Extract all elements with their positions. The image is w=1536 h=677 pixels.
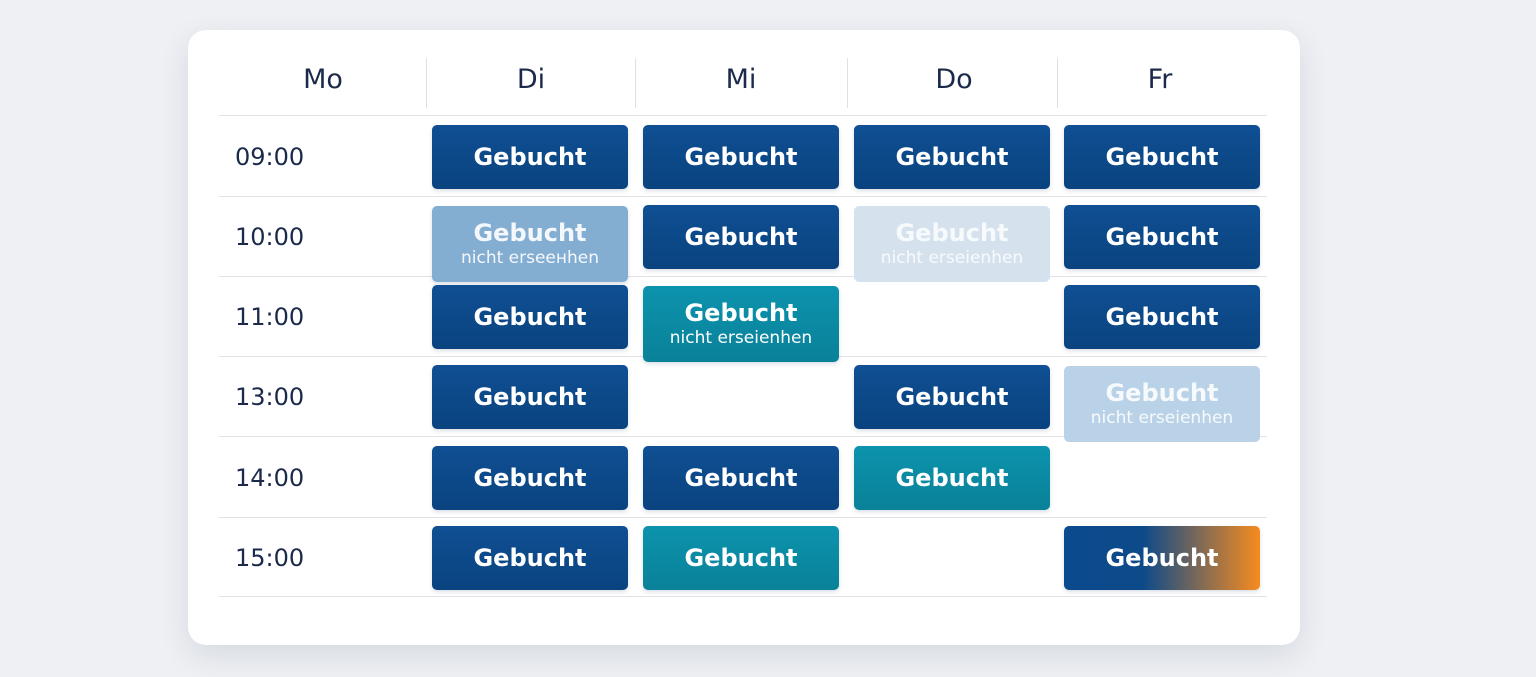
- slot-status: Gebucht: [473, 464, 587, 492]
- booking-slot[interactable]: Gebucht: [643, 125, 839, 189]
- column-divider: [1057, 58, 1058, 108]
- slot-status: Gebucht: [473, 303, 587, 331]
- slot-status: Gebucht: [473, 544, 587, 572]
- column-divider: [847, 58, 848, 108]
- slot-note: nicht erseienhen: [880, 248, 1024, 268]
- time-label: 15:00: [235, 544, 305, 572]
- day-header-di: Di: [516, 64, 546, 95]
- slot-status: Gebucht: [684, 544, 798, 572]
- booking-slot[interactable]: Gebucht: [643, 446, 839, 510]
- booking-slot[interactable]: Gebucht: [432, 446, 628, 510]
- slot-status: Gebucht: [473, 143, 587, 171]
- booking-slot[interactable]: Gebucht: [432, 285, 628, 349]
- row-divider: [219, 196, 1267, 197]
- booking-slot[interactable]: Gebucht: [1064, 285, 1260, 349]
- slot-note: nicht erseенhen: [460, 248, 600, 268]
- slot-status: Gebucht: [1105, 379, 1219, 407]
- slot-status: Gebucht: [1105, 143, 1219, 171]
- day-header-fr: Fr: [1147, 64, 1173, 95]
- slot-status: Gebucht: [684, 464, 798, 492]
- booking-slot[interactable]: Gebucht: [432, 526, 628, 590]
- slot-status: Gebucht: [684, 299, 798, 327]
- time-label: 09:00: [235, 143, 305, 171]
- slot-status: Gebucht: [684, 223, 798, 251]
- slot-status: Gebucht: [1105, 303, 1219, 331]
- day-header-mo: Mo: [303, 64, 343, 95]
- time-label: 14:00: [235, 464, 305, 492]
- slot-status: Gebucht: [1105, 544, 1219, 572]
- booking-slot[interactable]: Gebucht: [854, 365, 1050, 429]
- slot-status: Gebucht: [473, 219, 587, 247]
- booking-slot[interactable]: Gebucht: [854, 125, 1050, 189]
- booking-slot[interactable]: Gebucht: [432, 125, 628, 189]
- booking-slot[interactable]: Gebucht: [432, 365, 628, 429]
- slot-status: Gebucht: [895, 383, 1009, 411]
- slot-status: Gebucht: [684, 143, 798, 171]
- slot-status: Gebucht: [895, 143, 1009, 171]
- slot-status: Gebucht: [895, 464, 1009, 492]
- booking-slot[interactable]: Gebucht: [1064, 526, 1260, 590]
- time-label: 10:00: [235, 223, 305, 251]
- slot-note: nicht erseienhen: [1090, 408, 1234, 428]
- booking-slot[interactable]: Gebucht: [1064, 205, 1260, 269]
- row-divider: [219, 596, 1267, 597]
- time-label: 13:00: [235, 383, 305, 411]
- day-header-do: Do: [935, 64, 973, 95]
- slot-status: Gebucht: [895, 219, 1009, 247]
- row-divider: [219, 276, 1267, 277]
- time-label: 11:00: [235, 303, 305, 331]
- booking-slot[interactable]: Gebucht: [643, 205, 839, 269]
- booking-slot[interactable]: Gebucht: [1064, 125, 1260, 189]
- row-divider: [219, 436, 1267, 437]
- slot-status: Gebucht: [1105, 223, 1219, 251]
- column-divider: [635, 58, 636, 108]
- row-divider: [219, 115, 1267, 116]
- day-header-mi: Mi: [725, 64, 757, 95]
- slot-note: nicht erseienhen: [669, 328, 813, 348]
- booking-slot[interactable]: Gebucht: [643, 526, 839, 590]
- slot-status: Gebucht: [473, 383, 587, 411]
- row-divider: [219, 517, 1267, 518]
- booking-slot[interactable]: Gebucht: [854, 446, 1050, 510]
- column-divider: [426, 58, 427, 108]
